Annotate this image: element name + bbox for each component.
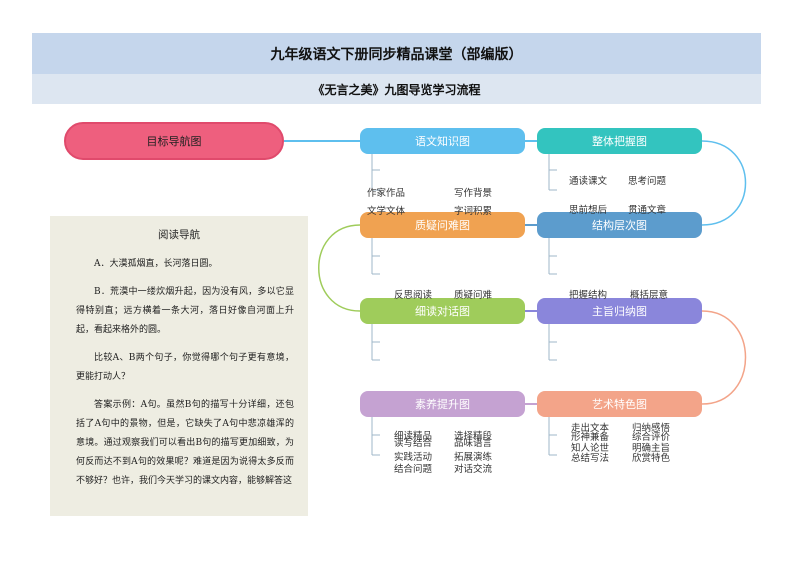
leaf-text: 对话交流 <box>454 464 493 475</box>
leaf-text: 写作背景 <box>454 188 493 199</box>
reading-guide-paragraph: 比较A、B两个句子，你觉得哪个句子更有意境，更能打动人？ <box>76 353 294 382</box>
node-art-features[interactable]: 艺术特色图 <box>537 391 702 417</box>
node-overall-grasp[interactable]: 整体把握图 <box>537 128 702 154</box>
leaf-text: 结合问题 <box>394 464 433 475</box>
leaf-text: 作家作品 <box>367 188 406 199</box>
leaf-text: 贯通文章 <box>628 205 667 216</box>
node-structure[interactable]: 结构层次图 <box>537 212 702 238</box>
leaf-text: 综合评价 <box>632 432 671 443</box>
page-title: 九年级语文下册同步精品课堂（部编版） <box>32 33 761 74</box>
leaf-text: 走出文本 <box>571 423 610 434</box>
leaf-text: 字词积累 <box>454 206 493 217</box>
page-subtitle: 《无言之美》九图导览学习流程 <box>32 74 761 104</box>
leaf-text: 文学文体 <box>367 206 406 217</box>
leaf-text: 思前想后 <box>569 205 608 216</box>
node-literacy[interactable]: 素养提升图 <box>360 391 525 417</box>
leaf-text: 细读精品 <box>394 431 433 442</box>
root-node-target-nav[interactable]: 目标导航图 <box>64 122 284 160</box>
leaf-text: 总结写法 <box>571 453 610 464</box>
reading-guide-paragraph: 答案示例：A句。虽然B句的描写十分详细，还包括了A句中的景物，但是，它缺失了A句… <box>76 400 294 486</box>
node-question[interactable]: 质疑问难图 <box>360 212 525 238</box>
leaf-text: 欣赏特色 <box>632 453 671 464</box>
leaf-text: 把握结构 <box>569 290 608 301</box>
leaf-text: 形神兼备 <box>571 432 610 443</box>
node-yuwen-knowledge[interactable]: 语文知识图 <box>360 128 525 154</box>
leaf-text: 通读课文 <box>569 176 608 187</box>
leaf-text: 概括层意 <box>630 290 669 301</box>
leaf-text: 归纳感悟 <box>632 423 671 434</box>
leaf-text: 选择精段 <box>454 431 493 442</box>
reading-guide-paragraph: A．大漠孤烟直，长河落日圆。 <box>94 259 218 269</box>
leaf-text: 反思阅读 <box>394 290 433 301</box>
reading-guide-paragraph: B．荒漠中一缕炊烟升起，因为没有风，多以它显得特别直；远方横着一条大河，落日好像… <box>76 287 294 335</box>
node-close-reading[interactable]: 细读对话图 <box>360 298 525 324</box>
reading-guide-title: 阅读导航 <box>158 229 200 241</box>
leaf-text: 质疑问难 <box>454 290 493 301</box>
reading-guide-panel: 阅读导航 A．大漠孤烟直，长河落日圆。 B．荒漠中一缕炊烟升起，因为没有风，多以… <box>50 216 308 516</box>
leaf-text: 明确主旨 <box>632 443 671 454</box>
leaf-text: 品味语言 <box>454 438 493 449</box>
leaf-text: 知人论世 <box>571 443 610 454</box>
node-main-idea[interactable]: 主旨归纳图 <box>537 298 702 324</box>
leaf-text: 实践活动 <box>394 452 433 463</box>
leaf-text: 拓展演练 <box>454 452 493 463</box>
leaf-text: 思考问题 <box>628 176 667 187</box>
leaf-text: 读写结合 <box>394 438 433 449</box>
